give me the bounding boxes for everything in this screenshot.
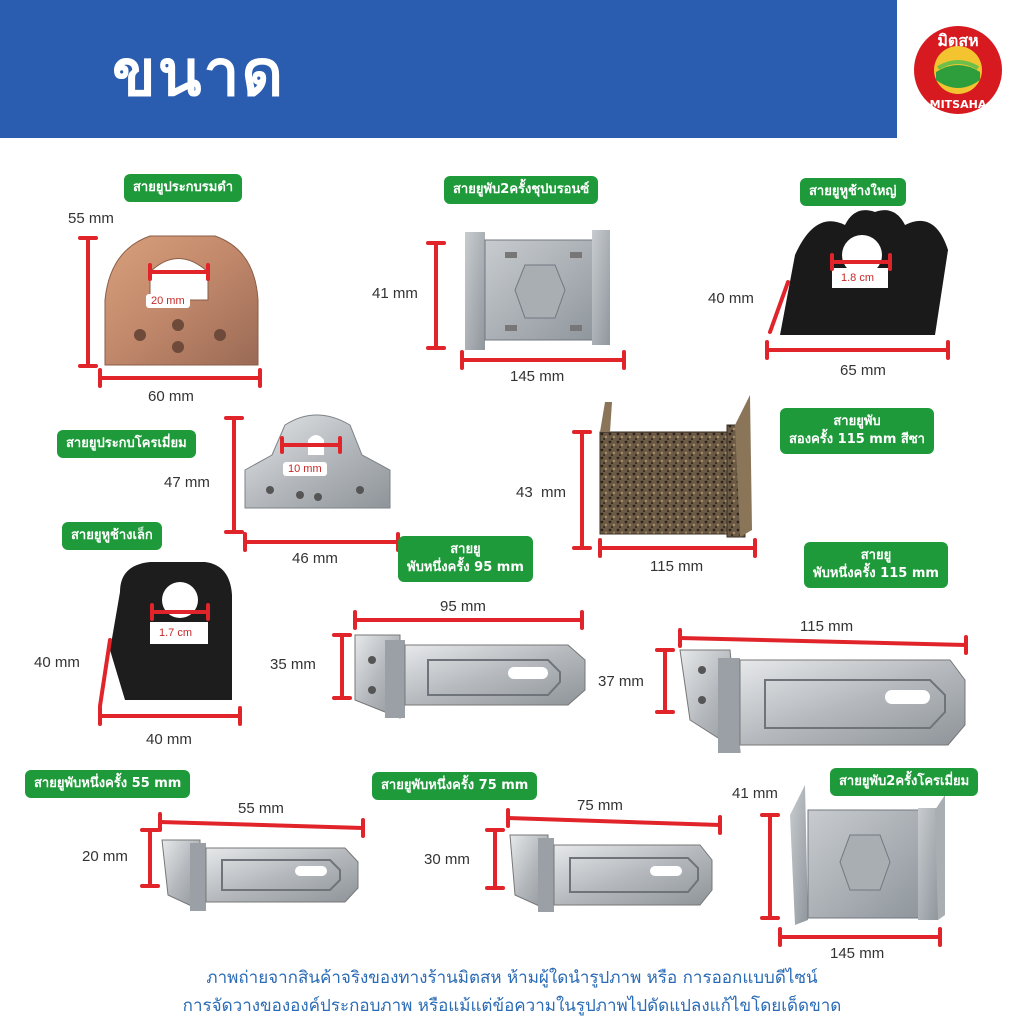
label-copper-plate: สายยูประกบรมดำ [124,174,243,202]
label-line1: สายยู [860,548,892,563]
dim-height-small-ear: 40 mm [34,654,80,671]
logo-top-text: มิตสห [937,31,978,50]
label-line1: สายยู [450,542,481,557]
inner-dim-chrome-plate: 10 mm [283,462,327,476]
product-single-fold-115 [679,649,966,753]
product-chrome-double-fold [790,785,945,925]
dim-width-speckled: 115 mm [650,558,704,575]
label-line2: สองครั้ง 115 mm สีซา [789,432,925,447]
label-line2: พับหนึ่งครั้ง 115 mm [813,566,939,581]
page-title: ขนาด [112,37,285,111]
dim-height-chrome-double: 41 mm [732,785,778,802]
dim-height-sf55: 20 mm [82,848,128,865]
label-line1: สายยูพับ [833,414,881,429]
dim-height-bronze: 41 mm [372,285,418,302]
label-single-fold-95: สายยู พับหนึ่งครั้ง 95 mm [398,536,533,582]
label-chrome-double-fold: สายยูพับ2ครั้งโครเมี่ยม [830,768,979,796]
label-speckled-double-fold: สายยูพับ สองครั้ง 115 mm สีซา [780,408,934,454]
dim-height-copper: 55 mm [68,210,114,227]
logo-bottom-text: MITSAHA [930,98,987,111]
footer-line2: การจัดวางขององค์ประกอบภาพ หรือแม้แต่ข้อค… [182,996,842,1016]
dim-height-sf75: 30 mm [424,851,470,868]
dim-width-big-ear: 65 mm [840,362,886,379]
header-banner: ขนาด [0,0,897,138]
label-small-elephant-ear: สายยูหูช้างเล็ก [62,522,162,550]
inner-dim-big-ear: 1.8 cm [836,271,880,285]
product-single-fold-95 [354,634,586,719]
dim-height-speckled: 43 mm [516,484,567,501]
label-single-fold-115: สายยู พับหนึ่งครั้ง 115 mm [804,542,948,588]
dim-width-chrome-double: 145 mm [830,945,885,962]
dimension-lines [78,236,968,947]
label-single-fold-75: สายยูพับหนึ่งครั้ง 75 mm [372,772,538,800]
dim-height-chrome-plate: 47 mm [164,474,210,491]
dim-height-sf115: 37 mm [598,673,644,690]
dim-width-copper: 60 mm [148,388,194,405]
product-single-fold-55 [161,839,359,911]
product-single-fold-75 [509,834,713,912]
dim-width-bronze: 145 mm [510,368,565,385]
product-bronze-double-fold [465,230,610,350]
label-line2: พับหนึ่งครั้ง 95 mm [407,560,524,575]
inner-dim-small-ear: 1.7 cm [154,626,198,640]
label-bronze-double-fold: สายยูพับ2ครั้งชุปบรอนซ์ [444,176,599,204]
dim-width-chrome-plate: 46 mm [292,550,338,567]
dim-width-sf95: 95 mm [440,598,486,615]
label-chrome-plate: สายยูประกบโครเมี่ยม [57,430,196,458]
dim-height-big-ear: 40 mm [708,290,754,307]
product-speckled-double-fold [599,395,752,538]
inner-dim-copper: 20 mm [146,294,190,308]
label-big-elephant-ear: สายยูหูช้างใหญ่ [800,178,906,206]
dim-width-small-ear: 40 mm [146,731,192,748]
mitsaha-logo: มิตสห MITSAHA [911,23,1005,117]
dim-width-sf75: 75 mm [577,797,623,814]
dim-height-sf95: 35 mm [270,656,316,673]
footer-line1: ภาพถ่ายจากสินค้าจริงของทางร้านมิตสห ห้าม… [206,968,818,988]
label-single-fold-55: สายยูพับหนึ่งครั้ง 55 mm [25,770,191,798]
dim-width-sf115: 115 mm [800,618,854,635]
dim-width-sf55: 55 mm [238,800,284,817]
